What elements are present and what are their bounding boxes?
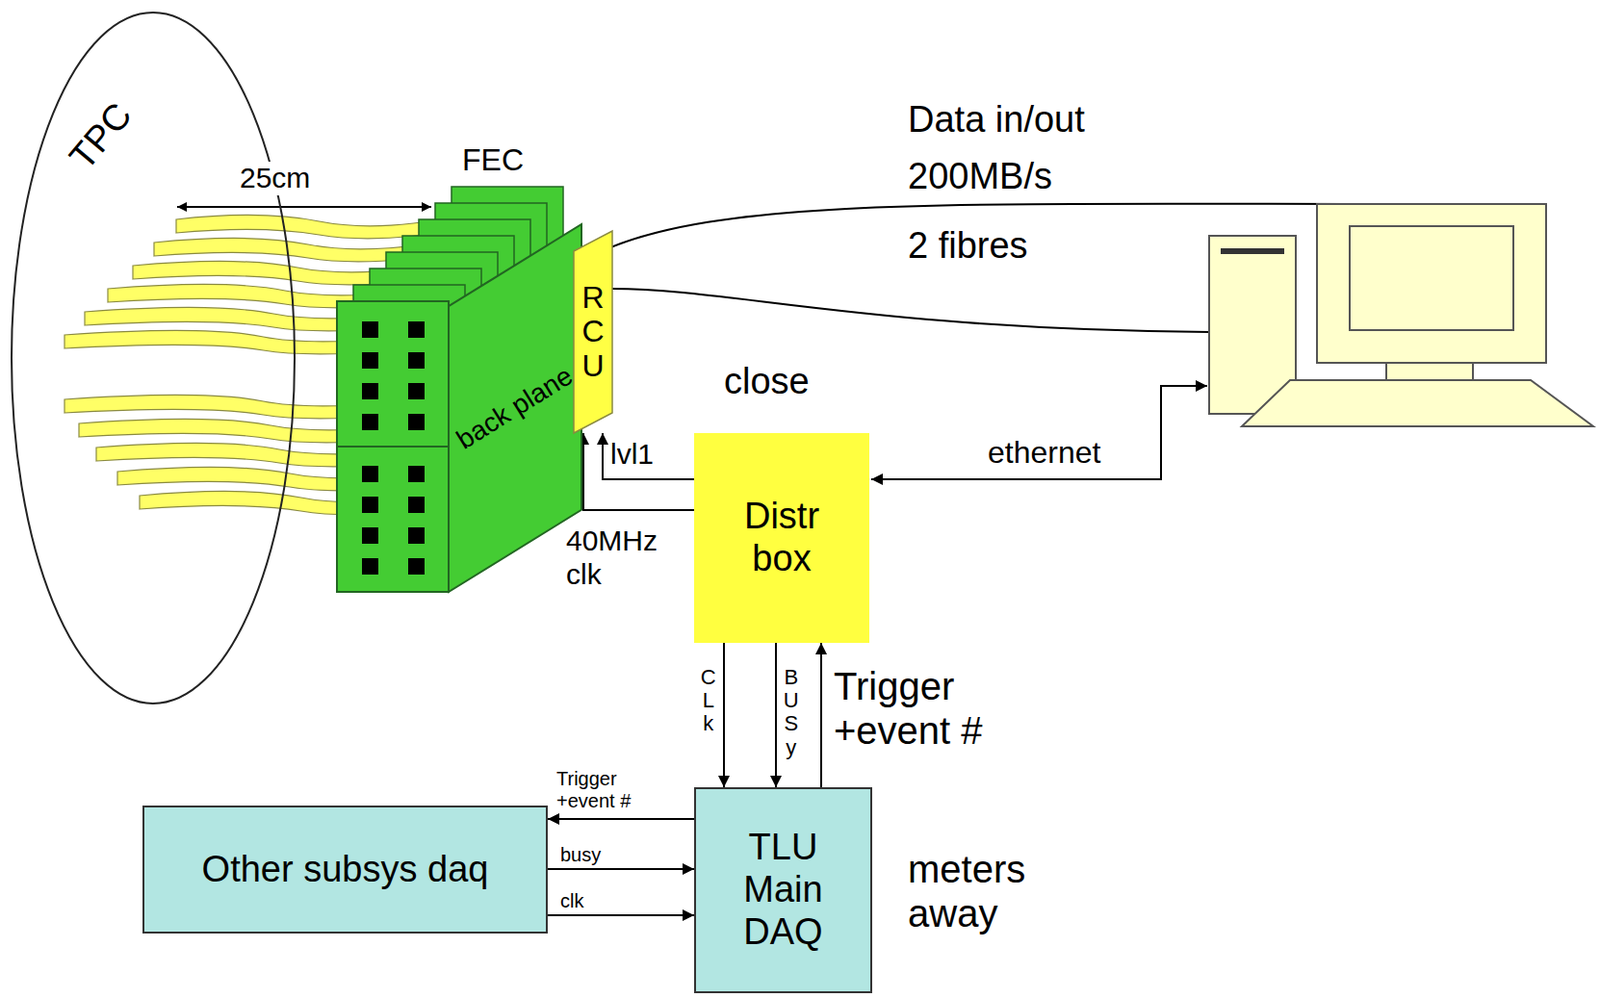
connector-pad: [361, 465, 379, 483]
box-outline: [695, 788, 872, 993]
connector-pad: [361, 496, 379, 514]
signal-label: CLk: [699, 666, 718, 737]
signal-label: lvl1: [610, 438, 654, 472]
connector-pad: [361, 413, 379, 431]
fibre-line: [612, 288, 1210, 333]
connector-pad: [361, 558, 379, 575]
backplane: back plane: [448, 224, 582, 593]
tpc-vessel: TPC: [10, 11, 296, 705]
connector-pad: [408, 352, 425, 369]
signal-arrow: [547, 914, 695, 917]
signal-arrow: [722, 643, 725, 788]
connector-pad: [408, 383, 425, 400]
connector-pad: [408, 527, 425, 544]
signal-arrow: [547, 818, 695, 821]
computer-icon: [1209, 204, 1594, 427]
box-outline: [694, 433, 870, 644]
connector-pad: [361, 383, 379, 400]
connector-pad: [408, 496, 425, 514]
tlu-box: TLU Main DAQ: [694, 787, 873, 994]
node-label: Other subsys daq: [202, 849, 490, 892]
connector-pad: [361, 527, 379, 544]
fec-card: [336, 446, 449, 593]
subsystem-box: Other subsys daq: [142, 805, 548, 934]
rcu-board: RCU: [573, 231, 613, 434]
signal-arrow: [820, 643, 823, 788]
tpc-vessel-outline: [10, 11, 296, 705]
signal-label: Trigger +event #: [833, 664, 998, 753]
signal-arrow: [774, 643, 777, 788]
ethernet-line: [871, 386, 1208, 480]
panel-outline: [573, 231, 613, 434]
signal-arrow: [602, 433, 695, 480]
connector-pad: [408, 558, 425, 575]
signal-arrow: [583, 433, 695, 511]
signal-label: clk: [560, 890, 584, 913]
ellipse-outline: [11, 12, 295, 704]
part-name: FEC: [462, 142, 524, 179]
node-label: TPC: [61, 95, 141, 179]
note: 200MB/s: [907, 155, 1053, 199]
note: meters away: [907, 847, 1053, 936]
node-label: RCU: [580, 281, 606, 384]
panel-outline: [448, 224, 582, 593]
dimension-label: 25cm: [239, 161, 310, 196]
node-label: TLU Main DAQ: [721, 826, 847, 954]
connector-pad: [408, 413, 425, 431]
signal-label: Trigger +event #: [556, 768, 653, 813]
box-outline: [143, 806, 547, 933]
note: Data in/out: [907, 99, 1085, 142]
connector-pad: [361, 352, 379, 369]
link-label: ethernet: [987, 435, 1101, 471]
signal-arrow: [547, 868, 695, 871]
dimension-line: [177, 206, 432, 208]
signal-label: BUSy: [782, 666, 800, 760]
connector-pad: [408, 321, 425, 338]
node-label: Distr box: [723, 495, 840, 580]
signal-label: busy: [560, 844, 601, 867]
distribution-box: Distr box: [694, 433, 870, 644]
signal-label: 40MHz clk: [566, 524, 672, 592]
connector-pad: [408, 465, 425, 483]
note: close: [723, 361, 810, 404]
fec-card: [336, 301, 449, 447]
note: 2 fibres: [907, 225, 1029, 268]
connector-pad: [361, 321, 379, 338]
